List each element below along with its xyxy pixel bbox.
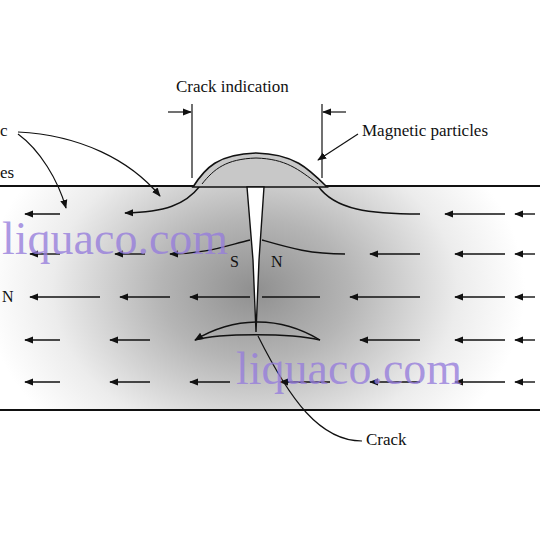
flux-arrow — [190, 381, 230, 382]
flux-arrow — [30, 296, 100, 297]
flux-arrow — [515, 296, 535, 297]
dimension-lines — [168, 104, 346, 178]
flux-arrow — [110, 381, 150, 382]
flux-arrow — [455, 339, 505, 340]
cut-off-label: es — [0, 164, 14, 183]
flux-arrow — [455, 381, 505, 382]
callout-label: Crack — [366, 431, 407, 450]
particle-layer — [202, 158, 318, 184]
pole-label: N — [271, 253, 283, 271]
steel-bar — [0, 186, 540, 410]
flux-arrow — [455, 296, 505, 297]
flux-arrow — [25, 381, 60, 382]
flux-arrow — [455, 253, 505, 254]
flux-arrow — [445, 213, 505, 214]
leader-lines — [18, 132, 362, 441]
flux-arrow — [515, 253, 535, 254]
flux-arrow — [515, 339, 535, 340]
flux-arrow — [110, 339, 150, 340]
flux-arrow — [515, 381, 535, 382]
flux-arrow — [350, 296, 420, 297]
pole-label: S — [230, 253, 239, 271]
watermark: liquaco.com — [236, 344, 462, 395]
flux-arrow — [360, 339, 420, 340]
watermark: liquaco.com — [2, 214, 228, 265]
cut-off-label: c — [0, 122, 8, 141]
crack-wedge — [247, 187, 264, 332]
particle-buildup — [193, 153, 327, 187]
dimension-label: Crack indication — [176, 78, 289, 97]
flux-arrow — [120, 296, 170, 297]
flux-arrow — [515, 213, 535, 214]
flux-arrow — [370, 253, 420, 254]
flux-arrow — [25, 339, 60, 340]
pole-label: N — [2, 288, 14, 306]
callout-label: Magnetic particles — [362, 122, 488, 141]
